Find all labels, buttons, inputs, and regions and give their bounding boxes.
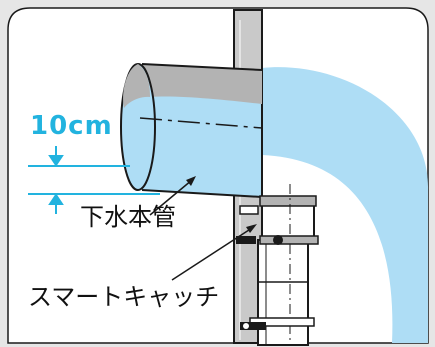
smart-catch-label: スマートキャッチ [28,283,220,311]
main-sewer-pipe [120,63,263,198]
water-stream [262,67,429,343]
dimension-label: 10cm [30,111,113,141]
main-pipe-leader [149,176,196,216]
smart-catch-device [236,184,319,346]
main-pipe-label: 下水本管 [80,203,176,231]
smart-catch-leader [171,224,257,281]
dimension-marker [28,146,160,214]
